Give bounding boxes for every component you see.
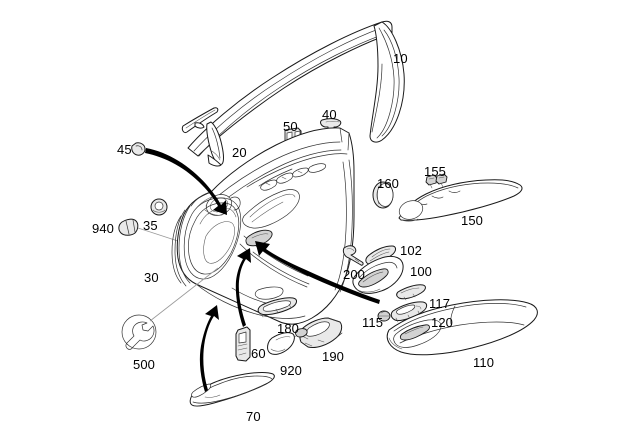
part-100-inner-door-handle [352, 255, 404, 294]
part-115-knob-button [377, 310, 391, 322]
callout-50: 50 [283, 119, 298, 134]
callout-500: 500 [133, 357, 155, 372]
part-10-window-frame-trim [187, 20, 405, 157]
wrench-icon [125, 321, 155, 350]
part-30-door-trim-panel [171, 127, 355, 325]
callout-920: 920 [280, 363, 302, 378]
part-110-armrest [386, 299, 538, 356]
callout-115: 115 [362, 315, 384, 330]
assembly-arrows [145, 148, 380, 392]
callout-10: 10 [393, 51, 408, 66]
panel-switch-cluster [258, 163, 327, 191]
part-20-sub-trim [181, 107, 219, 133]
part-160-speaker-ring [372, 181, 394, 209]
callout-20: 20 [232, 145, 247, 160]
callout-200: 200 [343, 267, 365, 282]
part-20-mirror-triangle-trim [206, 121, 224, 167]
callout-102: 102 [400, 243, 422, 258]
callout-120: 120 [431, 315, 453, 330]
part-500-service-tool [121, 267, 219, 350]
part-190-door-latch-module [281, 317, 343, 348]
callout-117: 117 [429, 296, 451, 311]
callout-60: 60 [251, 346, 266, 361]
callout-940: 940 [92, 221, 114, 236]
callout-180: 180 [277, 321, 299, 336]
callout-35: 35 [143, 218, 158, 233]
part-35-grommet-ring [150, 198, 168, 216]
part-102-handle-cover-strip [365, 245, 396, 265]
callout-45: 45 [117, 142, 132, 157]
part-920-foam-pad [267, 332, 295, 355]
part-117-switch-bezel [396, 284, 426, 301]
callout-30: 30 [144, 270, 159, 285]
part-155-clip-set [425, 173, 448, 189]
callout-155: 155 [424, 164, 446, 179]
callout-160: 160 [377, 176, 399, 191]
callout-100: 100 [410, 264, 432, 279]
callout-70: 70 [246, 409, 261, 424]
part-45-grommet [131, 142, 146, 156]
callout-150: 150 [461, 213, 483, 228]
part-60-retainer-clip [235, 326, 251, 362]
callout-190: 190 [322, 349, 344, 364]
part-200-screw-fastener [342, 245, 364, 266]
callout-110: 110 [473, 355, 495, 370]
callout-40: 40 [322, 107, 337, 122]
part-150-upper-trim-strip [398, 179, 523, 222]
part-120-window-switch-unit [390, 301, 428, 323]
part-180-courtesy-light [257, 297, 297, 318]
